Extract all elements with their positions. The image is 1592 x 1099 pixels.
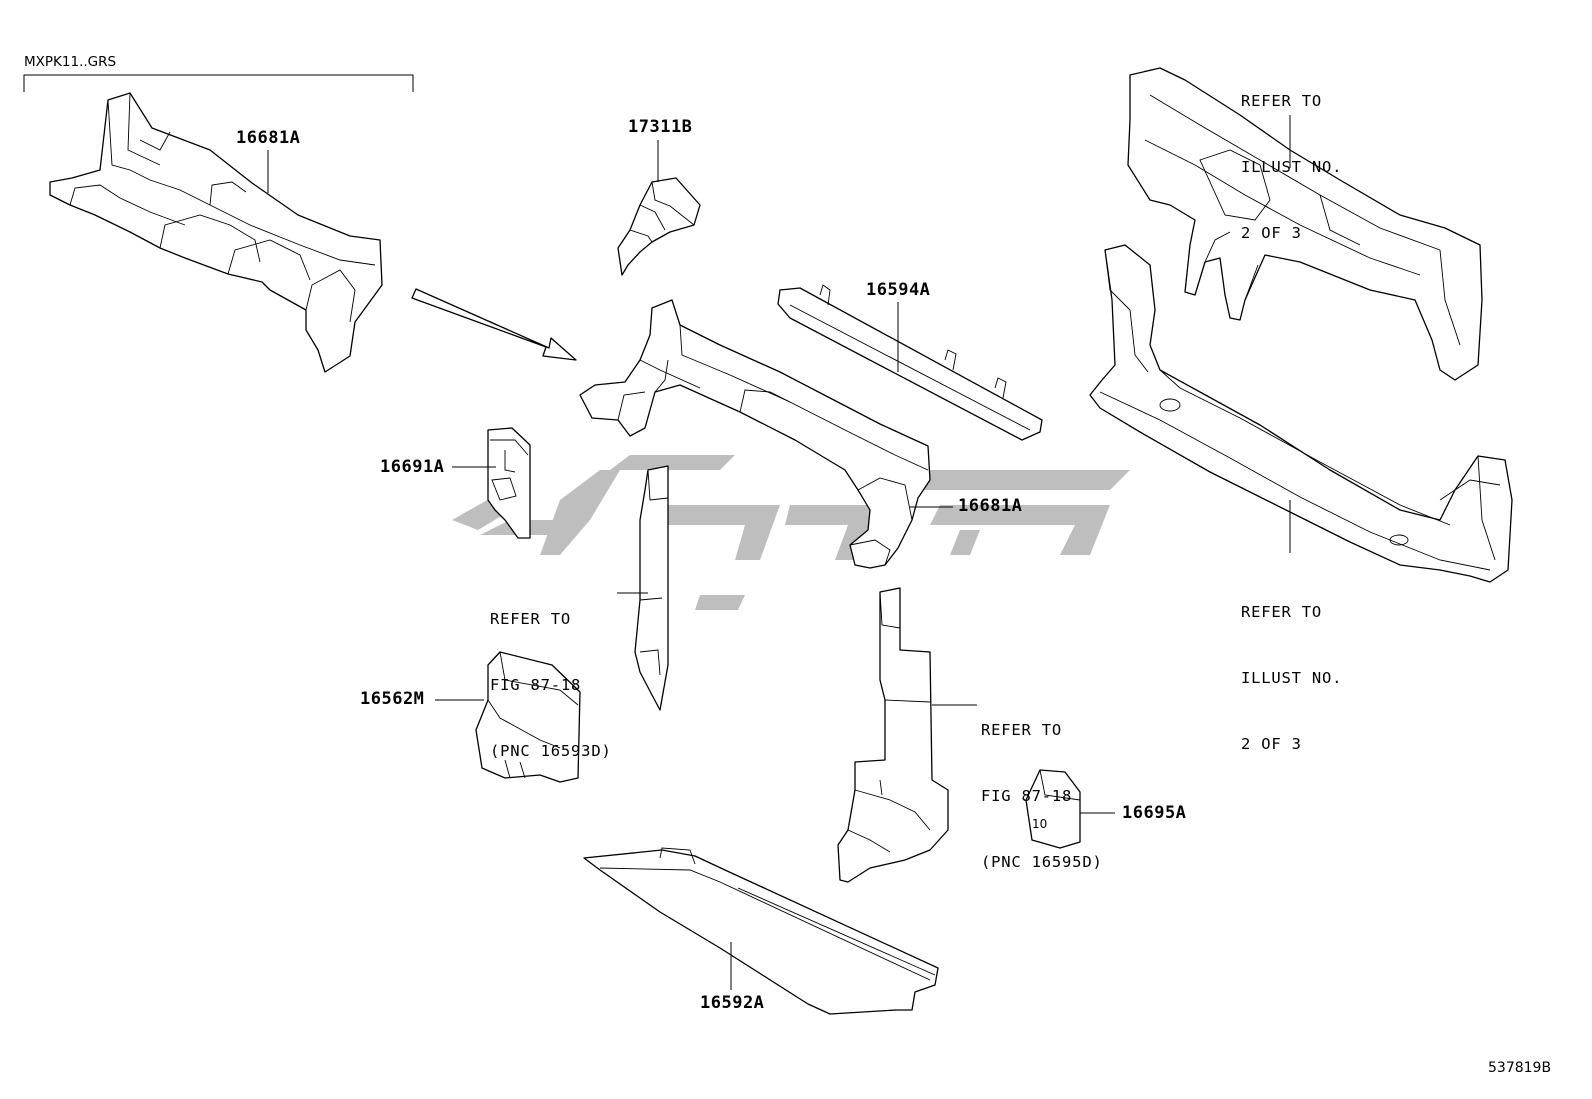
part-16695a-drawing: 10	[1025, 769, 1081, 849]
refer-fig-note-right: REFER TO FIG 87-18 (PNC 16595D)	[981, 675, 1103, 895]
variant-bracket	[23, 74, 414, 92]
part-16594a-drawing	[777, 284, 1043, 441]
watermark-logo	[452, 455, 1130, 610]
part-label-16594a: 16594A	[866, 280, 931, 300]
note-line: (PNC 16595D)	[981, 853, 1103, 871]
leader-lines	[267, 115, 1291, 990]
part-label-16681a-top: 16681A	[236, 128, 301, 148]
refer-illust-note-bottom: REFER TO ILLUST NO. 2 OF 3	[1241, 557, 1342, 777]
note-line: FIG 87-18	[981, 787, 1073, 805]
note-line: REFER TO	[981, 721, 1063, 739]
part-16562m-drawing	[475, 651, 581, 783]
note-line: ILLUST NO.	[1241, 669, 1343, 687]
part-16681a-variant-drawing	[49, 92, 383, 373]
part-16681a-main-drawing	[579, 299, 931, 569]
note-line: REFER TO	[1241, 603, 1323, 621]
part-16593d-drawing	[634, 465, 669, 711]
direction-arrow	[411, 288, 577, 361]
part-label-16691a: 16691A	[380, 457, 445, 477]
part-label-16681a-mid: 16681A	[958, 496, 1023, 516]
note-line: 2 OF 3	[1241, 735, 1302, 753]
part-17311b-drawing	[617, 177, 701, 276]
note-line: REFER TO	[490, 610, 572, 628]
radiator-support-upper-drawing	[1127, 67, 1483, 381]
note-line: FIG 87-18	[490, 676, 582, 694]
part-label-16562m: 16562M	[360, 689, 425, 709]
part-16595d-drawing	[837, 587, 949, 883]
variant-label: MXPK11..GRS	[24, 54, 117, 70]
radiator-support-lower-drawing	[1089, 244, 1513, 583]
illustration-number: 537819B	[1488, 1060, 1552, 1076]
note-line: (PNC 16593D)	[490, 742, 612, 760]
refer-illust-note-top: REFER TO ILLUST NO. 2 OF 3	[1241, 46, 1342, 266]
note-line: 2 OF 3	[1241, 224, 1302, 242]
note-line: ILLUST NO.	[1241, 158, 1343, 176]
part-label-16695a: 16695A	[1122, 803, 1187, 823]
part-label-17311b: 17311B	[628, 117, 693, 137]
part-16592a-drawing	[583, 847, 939, 1015]
refer-fig-note-left: REFER TO FIG 87-18 (PNC 16593D)	[490, 564, 612, 784]
part-label-16592a: 16592A	[700, 993, 765, 1013]
note-line: REFER TO	[1241, 92, 1323, 110]
tag-number: 10	[1032, 817, 1047, 831]
part-16691a-drawing	[487, 427, 531, 539]
